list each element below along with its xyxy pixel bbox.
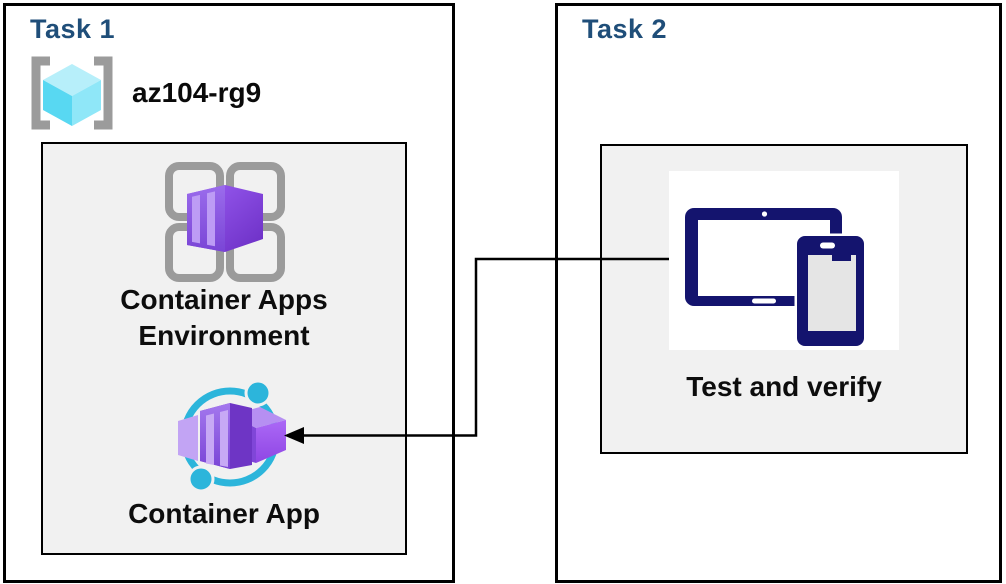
resource-group-name: az104-rg9 xyxy=(132,77,262,108)
devices-icon xyxy=(685,208,867,349)
task1-panel: Task 1 az104-rg9 xyxy=(3,3,455,583)
container-apps-environment-icon xyxy=(165,162,285,282)
resource-group: az104-rg9 xyxy=(26,56,261,130)
container-app-label: Container App xyxy=(128,498,320,529)
task2-title: Task 2 xyxy=(582,14,668,44)
environment-label: Container Apps Environment xyxy=(120,284,328,351)
task2-inner-panel: Test and verify xyxy=(600,144,968,454)
container-app-icon xyxy=(178,379,286,493)
task1-inner-panel: Container Apps Environment xyxy=(41,142,407,555)
task1-title: Task 1 xyxy=(30,14,116,44)
resource-group-icon xyxy=(31,56,113,130)
task2-panel: Task 2 Test and verify xyxy=(555,3,1002,583)
devices-icon-plate xyxy=(669,171,899,350)
test-and-verify-label: Test and verify xyxy=(686,371,882,402)
